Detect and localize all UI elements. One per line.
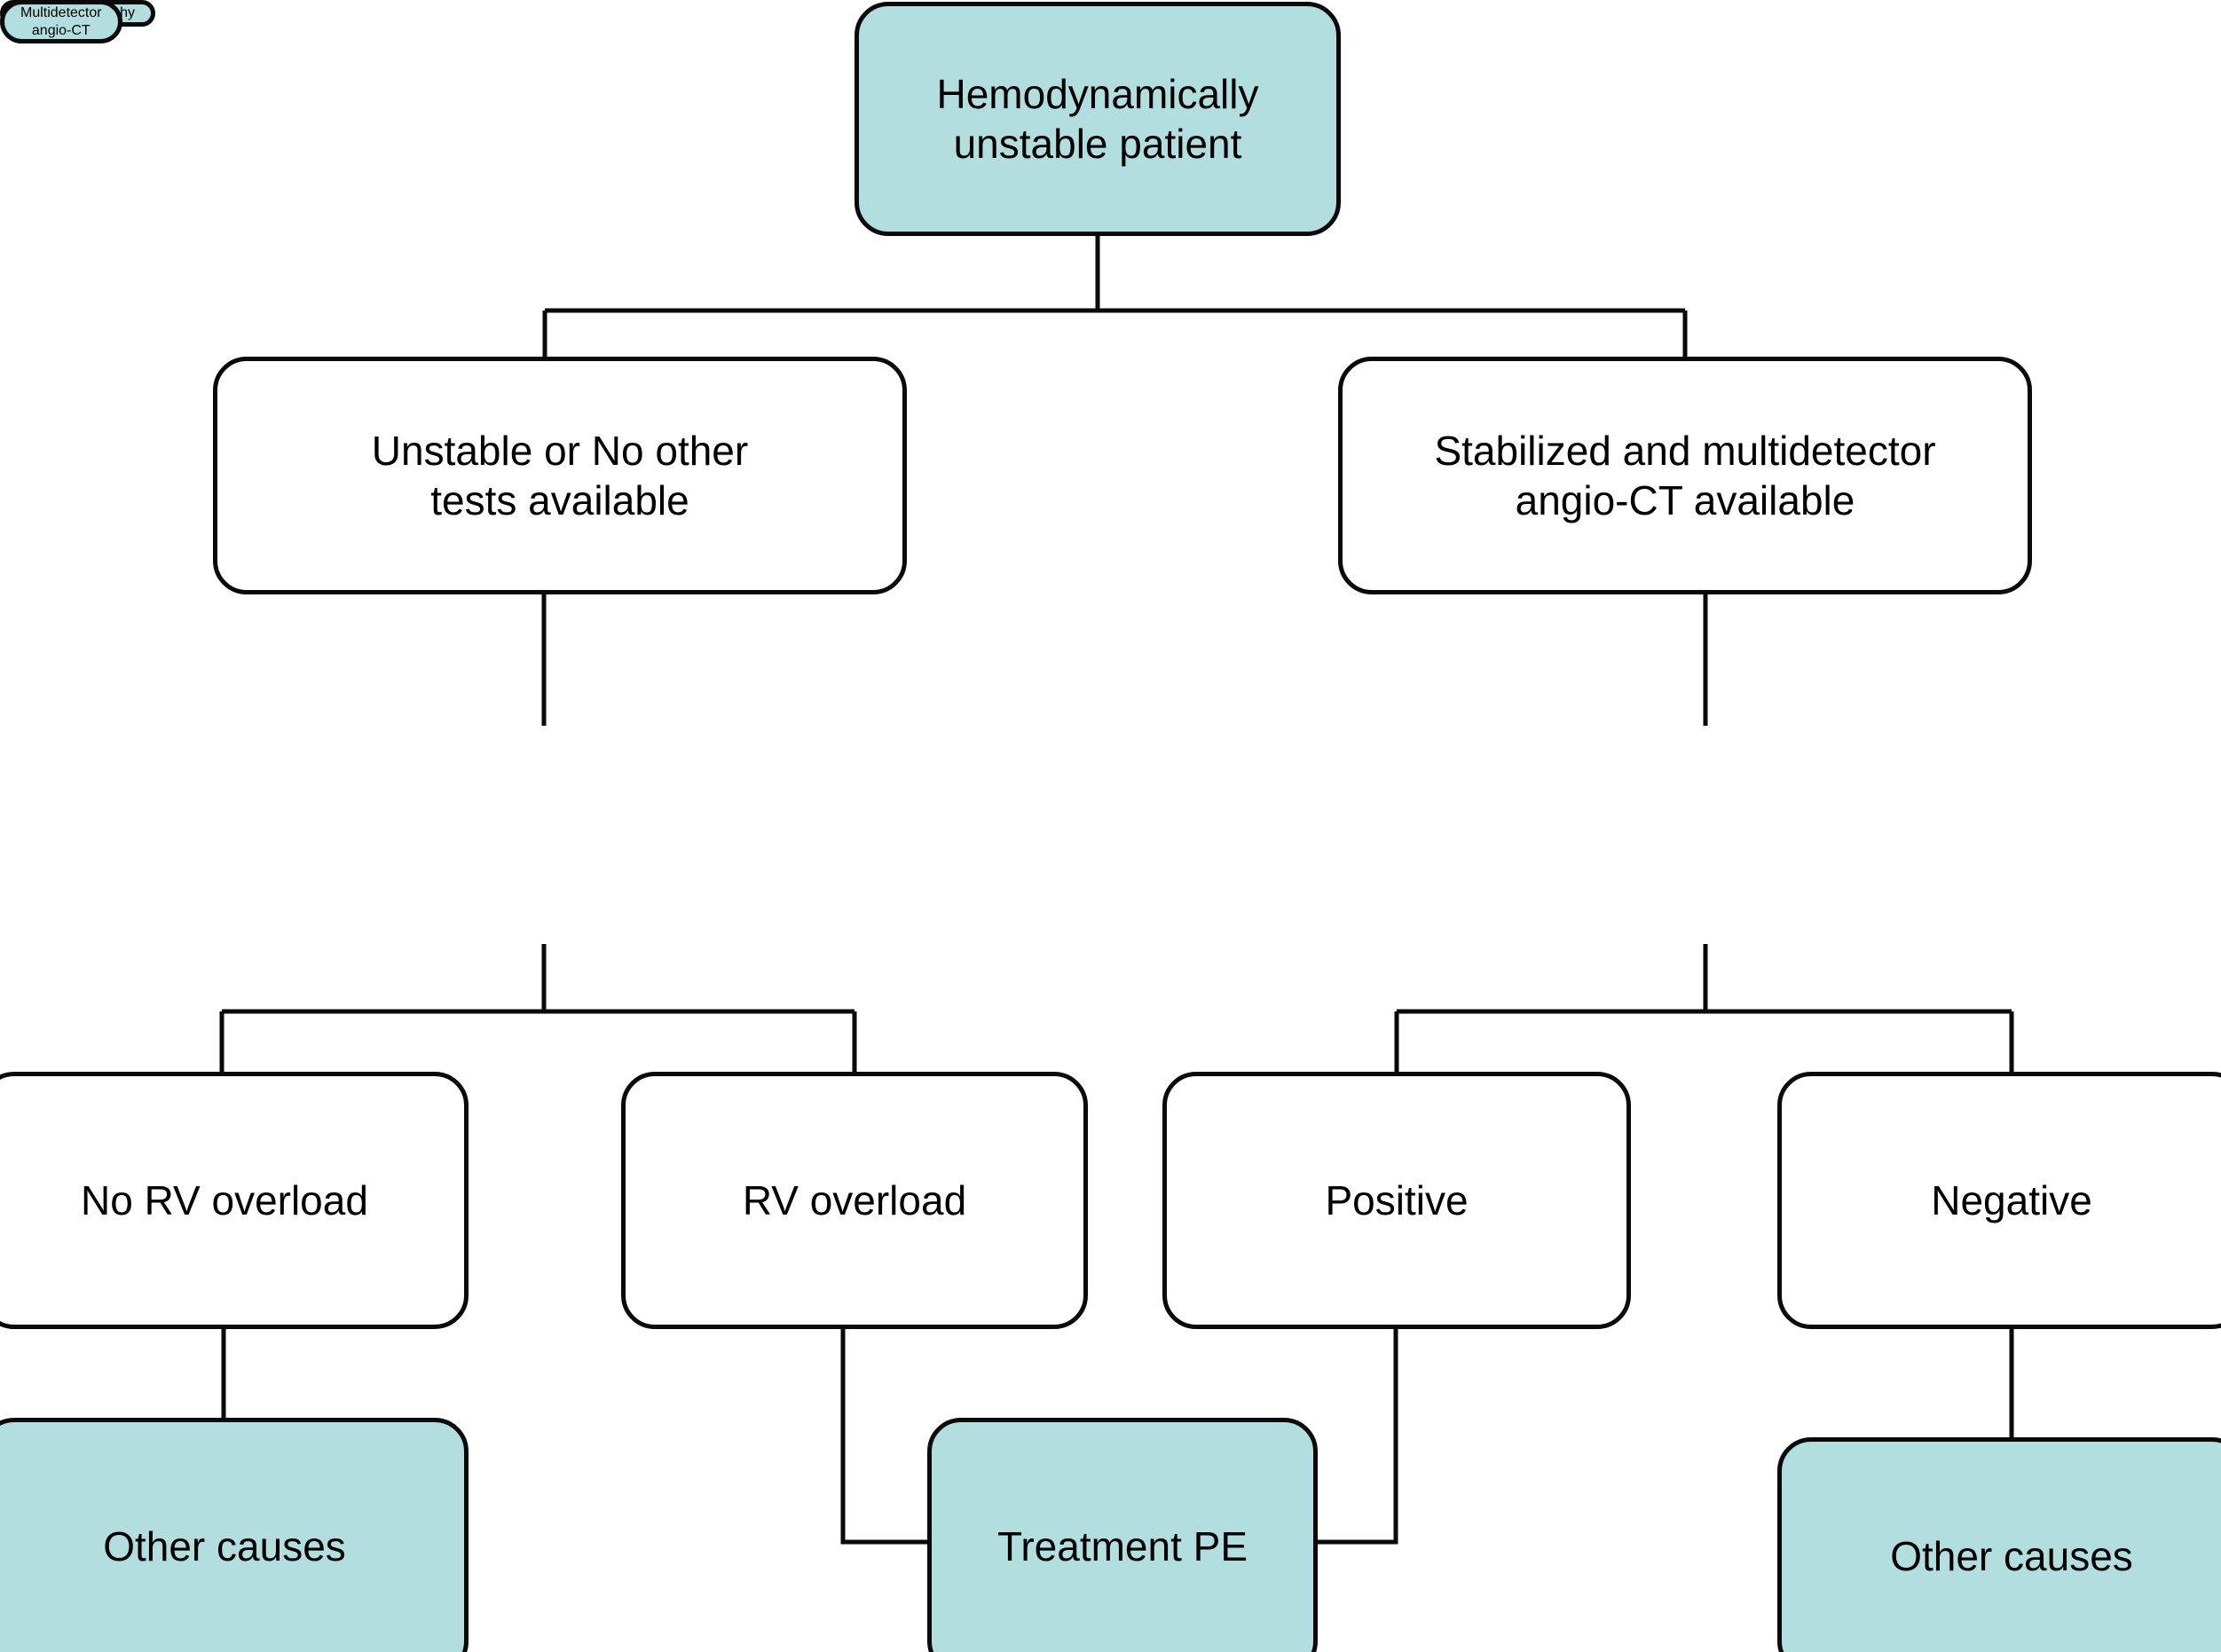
edge-root-to-branches (542, 236, 1688, 357)
node-root-label: Hemodynamically unstable patient (936, 70, 1259, 167)
node-multidetector-angio-ct-label: Multidetector angio-CT (20, 5, 102, 38)
edge-mdct-to-outcomes (1394, 944, 2014, 1072)
node-positive-label: Positive (1325, 1176, 1469, 1223)
node-root[interactable]: Hemodynamically unstable patient (855, 2, 1341, 236)
node-stabilized-branch[interactable]: Stabilized and multidetector angio-CT av… (1338, 357, 2032, 594)
node-treatment-pe[interactable]: Treatment PE (927, 1418, 1318, 1652)
edge-rv-to-treatment-pe (840, 1329, 927, 1545)
node-unstable-branch-label: Unstable or No other tests available (371, 427, 749, 523)
node-stabilized-branch-label: Stabilized and multidetector angio-CT av… (1434, 427, 1936, 523)
node-other-causes-right-label: Other causes (1890, 1532, 2133, 1579)
node-negative[interactable]: Negative (1777, 1072, 2221, 1329)
node-negative-label: Negative (1931, 1176, 2092, 1223)
node-no-rv-overload[interactable]: No RV overload (0, 1072, 469, 1329)
edge-positive-to-treatment-pe (1318, 1329, 1398, 1545)
node-rv-overload[interactable]: RV overload (621, 1072, 1088, 1329)
node-no-rv-overload-label: No RV overload (81, 1176, 368, 1223)
node-treatment-pe-label: Treatment PE (996, 1522, 1248, 1569)
node-rv-overload-label: RV overload (742, 1176, 967, 1223)
node-unstable-branch[interactable]: Unstable or No other tests available (213, 357, 907, 594)
node-positive[interactable]: Positive (1162, 1072, 1631, 1329)
node-other-causes-left-label: Other causes (103, 1522, 346, 1569)
node-multidetector-angio-ct[interactable]: Multidetector angio-CT (0, 0, 122, 44)
node-other-causes-left[interactable]: Other causes (0, 1418, 469, 1652)
edge-echo-to-outcomes (219, 944, 857, 1072)
node-other-causes-right[interactable]: Other causes (1777, 1437, 2221, 1652)
